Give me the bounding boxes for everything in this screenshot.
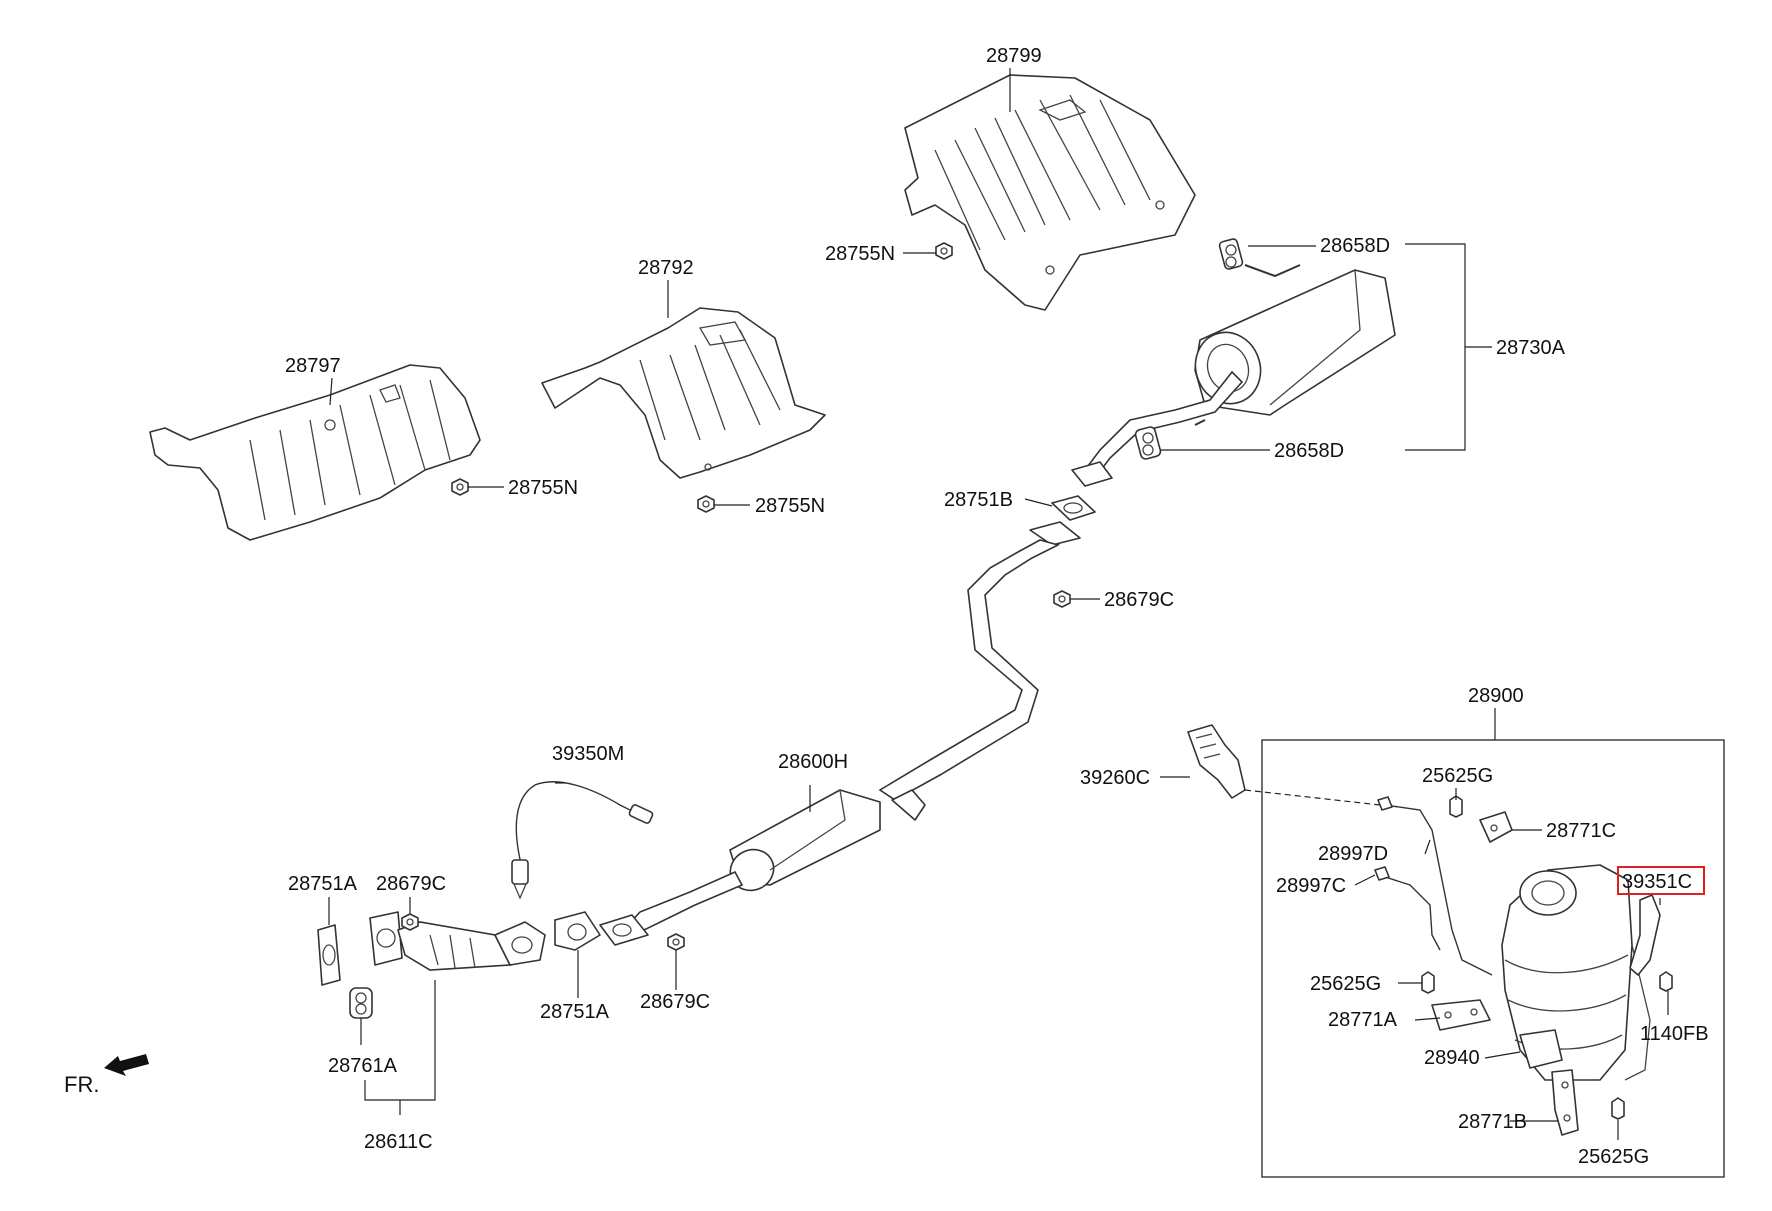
label-39350M[interactable]: 39350M <box>552 743 624 765</box>
label-28755N-left[interactable]: 28755N <box>508 477 578 499</box>
highlight-box-39351C <box>1617 866 1705 895</box>
assembly-box-28900 <box>1261 739 1725 1178</box>
label-28730A[interactable]: 28730A <box>1496 337 1566 359</box>
front-indicator-label: FR. <box>64 1072 99 1097</box>
label-28799[interactable]: 28799 <box>986 45 1042 67</box>
hanger-28761A[interactable] <box>349 987 373 1019</box>
label-39351C[interactable]: 39351C <box>1622 871 1692 893</box>
heat-shield-28792[interactable] <box>541 307 826 479</box>
hanger-28658D-bottom[interactable] <box>1134 419 1206 460</box>
sensor-tube-28997C[interactable] <box>1374 866 1441 951</box>
label-28755N-top[interactable]: 28755N <box>825 243 895 265</box>
label-28751B[interactable]: 28751B <box>944 489 1013 511</box>
nut-28755N-middle[interactable] <box>697 495 715 513</box>
hanger-28658D-top[interactable] <box>1218 238 1301 278</box>
bolt-25625G-middle[interactable] <box>1421 971 1435 994</box>
bracket-28771A[interactable] <box>1431 999 1491 1031</box>
nut-28679C-left[interactable] <box>401 913 419 931</box>
heat-protector-39351C[interactable] <box>1629 894 1661 976</box>
label-28997D[interactable]: 28997D <box>1318 843 1388 865</box>
label-28751A-right[interactable]: 28751A <box>540 1001 610 1023</box>
front-pipe-28611C[interactable] <box>369 911 546 971</box>
center-muffler-28600H[interactable] <box>599 521 1081 946</box>
bolt-25625G-bottom[interactable] <box>1611 1097 1625 1120</box>
nut-28755N-left[interactable] <box>451 478 469 496</box>
nut-28679C-upper[interactable] <box>1053 590 1071 608</box>
label-28900[interactable]: 28900 <box>1468 685 1524 707</box>
bracket-28771C[interactable] <box>1479 811 1513 843</box>
label-25625G-top[interactable]: 25625G <box>1422 765 1493 787</box>
label-28797[interactable]: 28797 <box>285 355 341 377</box>
sensor-tube-28997D[interactable] <box>1377 796 1493 976</box>
label-28751A-left[interactable]: 28751A <box>288 873 358 895</box>
gasket-28751A-left[interactable] <box>317 924 341 986</box>
label-28679C-upper[interactable]: 28679C <box>1104 589 1174 611</box>
rear-muffler-28730A[interactable] <box>1071 269 1396 487</box>
label-39260C[interactable]: 39260C <box>1080 767 1150 789</box>
catalytic-converter-28940[interactable] <box>1501 864 1651 1081</box>
label-28679C-right[interactable]: 28679C <box>640 991 710 1013</box>
label-28771C[interactable]: 28771C <box>1546 820 1616 842</box>
bolt-1140FB[interactable] <box>1659 971 1673 992</box>
label-25625G-bottom[interactable]: 25625G <box>1578 1146 1649 1168</box>
leader-lines <box>328 68 1669 1140</box>
bracket-39260C[interactable] <box>1187 724 1246 799</box>
label-28755N-middle[interactable]: 28755N <box>755 495 825 517</box>
nut-28755N-top[interactable] <box>935 242 953 260</box>
label-28771A[interactable]: 28771A <box>1328 1009 1398 1031</box>
gasket-28751B[interactable] <box>1051 495 1096 521</box>
label-28679C-left[interactable]: 28679C <box>376 873 446 895</box>
label-28940[interactable]: 28940 <box>1424 1047 1480 1069</box>
label-28658D-top[interactable]: 28658D <box>1320 235 1390 257</box>
label-28600H[interactable]: 28600H <box>778 751 848 773</box>
part-labels: 28799 28755N 28792 28797 28755N 28755N 2… <box>285 45 1709 1168</box>
label-25625G-middle[interactable]: 25625G <box>1310 973 1381 995</box>
heat-shield-28797[interactable] <box>149 364 481 541</box>
label-28658D-bottom[interactable]: 28658D <box>1274 440 1344 462</box>
wire-39260C-dash <box>1244 789 1381 806</box>
front-arrow-icon <box>104 1054 149 1076</box>
oxygen-sensor-39350M[interactable] <box>511 781 654 900</box>
label-28792[interactable]: 28792 <box>638 257 694 279</box>
gasket-28751A-right[interactable] <box>554 911 601 951</box>
heat-shield-28799[interactable] <box>904 74 1196 311</box>
front-indicator: FR. <box>64 1054 149 1097</box>
bracket-28771B[interactable] <box>1551 1069 1579 1136</box>
label-28997C[interactable]: 28997C <box>1276 875 1346 897</box>
label-1140FB[interactable]: 1140FB <box>1640 1023 1709 1045</box>
label-28771B[interactable]: 28771B <box>1458 1111 1527 1133</box>
label-28611C[interactable]: 28611C <box>364 1131 433 1153</box>
label-28761A[interactable]: 28761A <box>328 1055 398 1077</box>
nut-28679C-right[interactable] <box>667 933 685 951</box>
